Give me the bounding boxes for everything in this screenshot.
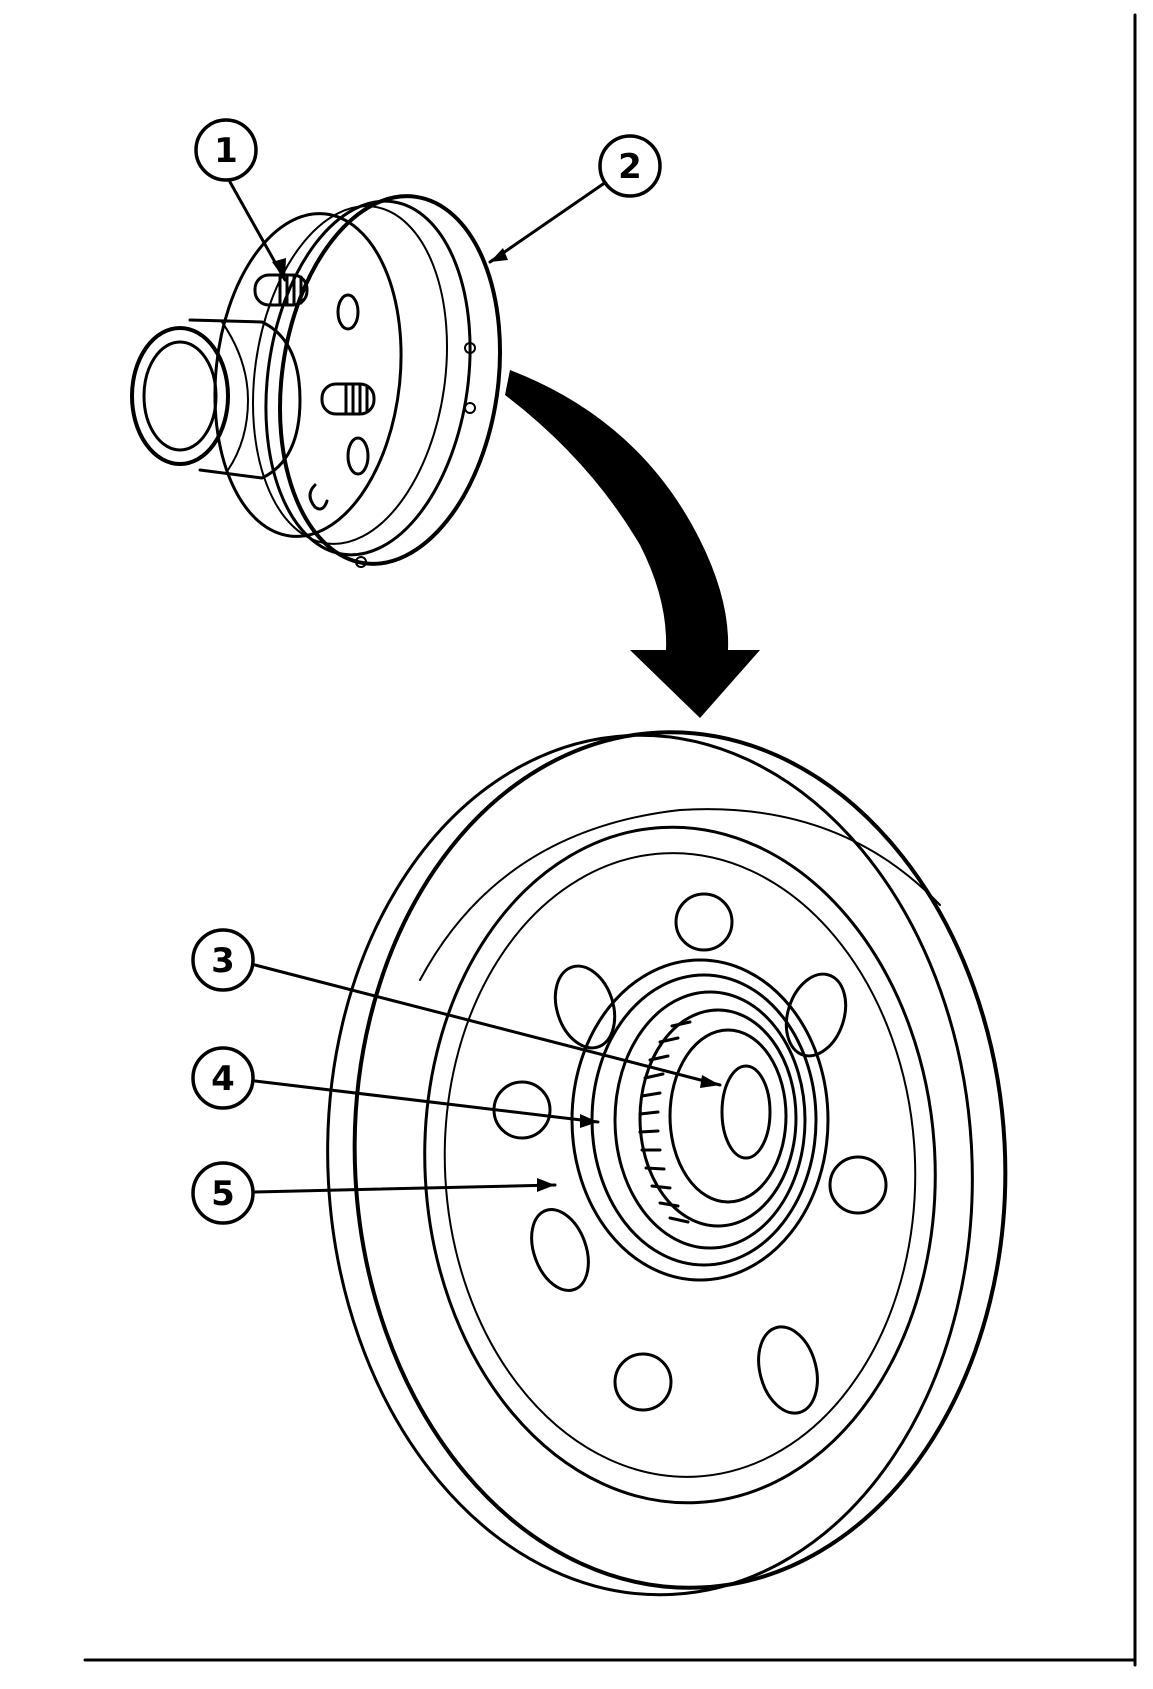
callout-circle: [194, 118, 258, 182]
leader-line-5: [253, 1183, 557, 1194]
callout-label-5: 5: [211, 1174, 235, 1214]
lug-hole: [553, 964, 617, 1050]
callout-1: [194, 118, 258, 182]
bolt-head: [674, 892, 734, 952]
arrowhead-4: [580, 1114, 598, 1128]
leader-lines: [228, 180, 722, 1194]
brake-drum: [326, 730, 1008, 1597]
callout-5: [191, 1161, 255, 1225]
hub-bore-outer: [570, 958, 830, 1282]
hub-flange-rim: [277, 194, 503, 566]
hub-face: [213, 212, 403, 538]
hub-flange-rim-inner: [264, 199, 472, 557]
callout-label-1: 1: [214, 131, 238, 171]
callout-circle: [191, 928, 255, 992]
leader-line-4: [253, 1079, 600, 1124]
bolt-head: [613, 1352, 673, 1412]
hub-bore-ring: [590, 973, 818, 1267]
face-hole: [336, 293, 360, 331]
needle-rollers: [638, 1020, 692, 1224]
callout-3: [191, 928, 255, 992]
callout-circle: [191, 1046, 255, 1110]
lug-hole: [757, 1325, 819, 1415]
seal-ring: [613, 990, 807, 1250]
bolt-head: [828, 1155, 888, 1215]
drum-outer-rim-edge: [326, 733, 974, 1597]
rim-hole: [464, 402, 476, 414]
drum-outer-rim: [352, 730, 1008, 1590]
hub-flange-groove: [251, 205, 449, 545]
direction-arrow: [505, 370, 760, 718]
hub-spindle: [188, 318, 302, 480]
bearing-inner: [720, 1064, 772, 1160]
callout-2: [598, 134, 662, 198]
arrowhead-5: [537, 1178, 555, 1192]
lug-hole: [530, 1208, 590, 1292]
face-hole: [346, 436, 370, 476]
leader-line-3: [253, 963, 722, 1087]
face-hole: [308, 483, 329, 511]
rim-hole: [355, 556, 367, 568]
rim-hole: [464, 342, 476, 354]
callout-circle: [191, 1161, 255, 1225]
bearing-race: [668, 1028, 788, 1204]
drum-step: [419, 808, 941, 981]
leader-arrowheads: [272, 248, 720, 1192]
hub-assembly: [130, 194, 503, 568]
spindle-bore: [142, 340, 218, 452]
arrowhead-2: [490, 248, 508, 262]
bearing-cage: [638, 1008, 798, 1228]
callout-label-3: 3: [211, 941, 235, 981]
callout-4: [191, 1046, 255, 1110]
callout-label-4: 4: [211, 1059, 235, 1099]
drum-face-ring-inner: [443, 852, 917, 1478]
spindle-shoulder: [221, 321, 249, 471]
arrowhead-3: [700, 1075, 720, 1088]
callout-label-2: 2: [618, 147, 642, 187]
wheel-stud: [320, 382, 376, 416]
wheel-stud: [253, 273, 309, 307]
leader-line-2: [488, 180, 608, 264]
callout-circle: [598, 134, 662, 198]
spindle-end: [130, 326, 230, 466]
drum-face-ring: [423, 825, 937, 1505]
arrowhead-1: [272, 258, 286, 280]
